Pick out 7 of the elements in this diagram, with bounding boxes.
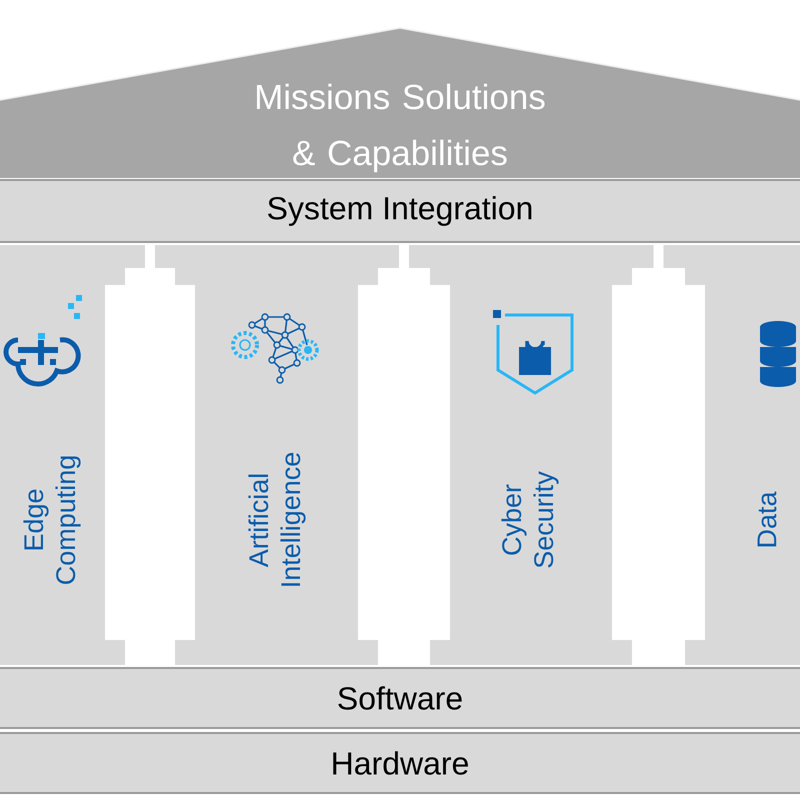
- pillar: Cyber Security: [409, 245, 654, 665]
- pillar: Edge Computing: [0, 245, 145, 665]
- pillar: Artificial Intelligence: [155, 245, 399, 665]
- integration-band: System Integration: [0, 179, 800, 243]
- software-band: Software: [0, 667, 800, 729]
- pillar: Data: [664, 245, 800, 665]
- hardware-band: Hardware: [0, 732, 800, 794]
